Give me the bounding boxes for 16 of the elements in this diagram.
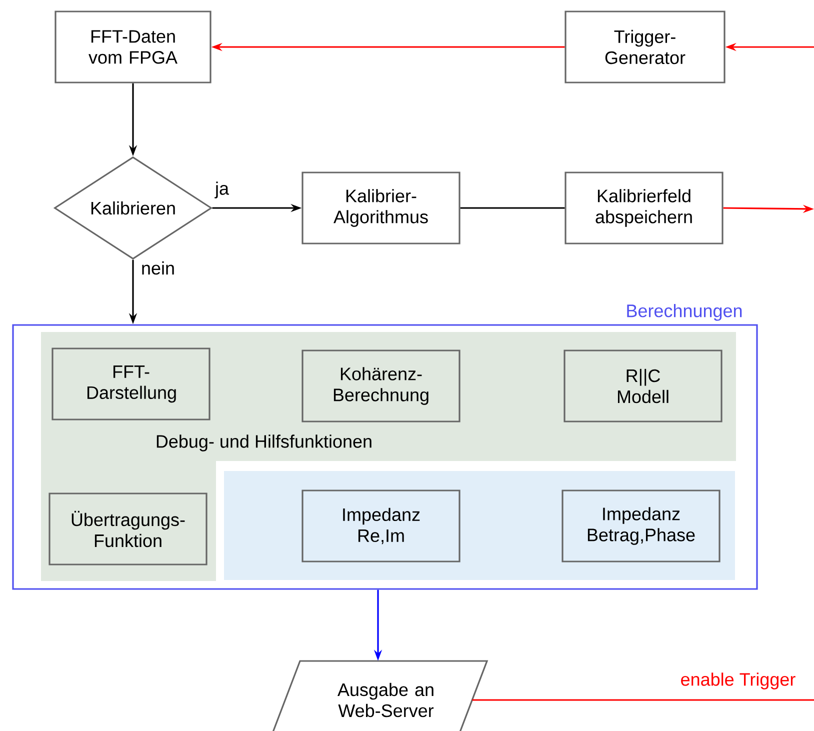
- connector-line: [472, 699, 814, 701]
- edge-label: ja: [214, 180, 230, 200]
- process-box: Kohärenz-Berechnung: [302, 350, 460, 422]
- connector-line: [460, 207, 565, 209]
- process-box: Kalibrierfeld abspeichern: [564, 172, 724, 244]
- node-label: Berechnungen: [627, 304, 742, 321]
- process-box: Übertragungs-Funktion: [48, 492, 208, 566]
- process-box: FFT-Darstellung: [52, 348, 210, 420]
- process-box: Impedanz Re,Im: [302, 490, 460, 562]
- edge-label: enable Trigger: [679, 672, 797, 690]
- process-box: Kalibrier-Algorithmus: [302, 172, 460, 244]
- process-box: R||C Modell: [564, 350, 722, 422]
- process-box: FFT-Daten vom FPGA: [54, 10, 212, 84]
- process-box: Trigger-Generator: [564, 10, 726, 84]
- edge-label: nein: [140, 260, 176, 276]
- process-box: Impedanz Betrag,Phase: [562, 490, 720, 562]
